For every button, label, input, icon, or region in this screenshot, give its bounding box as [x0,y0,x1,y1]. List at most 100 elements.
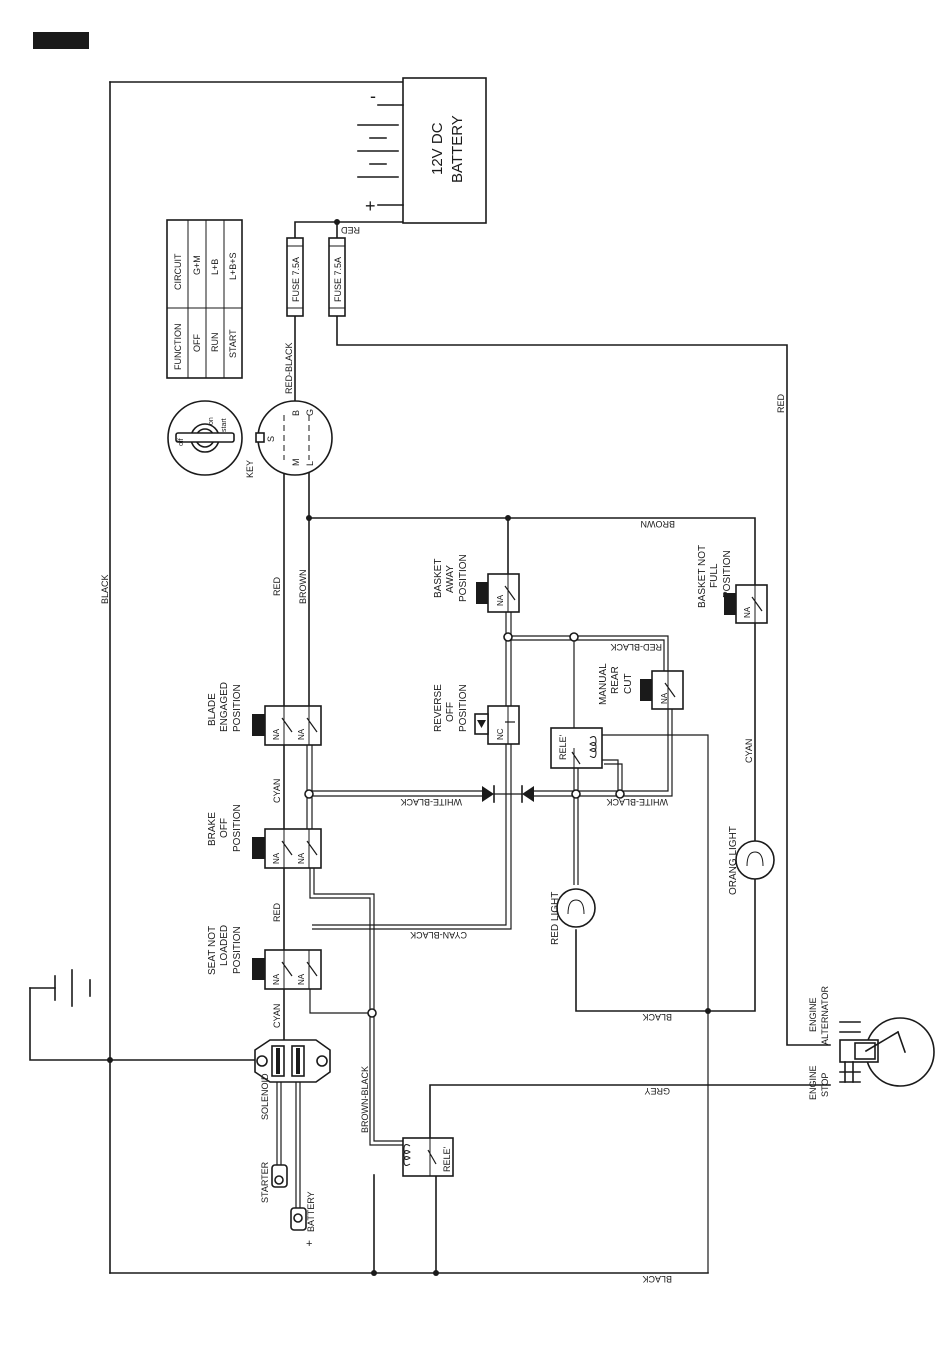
switch-name: BLADE [207,693,218,726]
ground-symbol [54,969,91,1007]
switch-brake-off: NA NA BRAKE OFF POSITION [207,804,322,869]
table-header-circuit: CIRCUIT [173,253,183,290]
wire-label-red-key: RED [272,576,282,596]
contact-label: NA [272,728,281,740]
dial-off-label: off [178,438,185,446]
wire-label-red-right: RED [776,393,786,413]
diode-right [521,785,534,803]
key-terminal-l: L [305,461,315,466]
starter-terminal: STARTER [260,1161,288,1203]
wire-label-red-seat: RED [272,902,282,922]
fuse-left-label: FUSE 7.5A [291,257,301,302]
wire-label-cyan-right: CYAN [744,739,754,763]
battery: - + 12V DC BATTERY [357,77,487,224]
orange-light-label: ORANG LIGHT [728,826,739,895]
switch-name: BASKET [433,559,444,598]
table-header-function: FUNCTION [173,324,183,371]
contact-label: NA [297,728,306,740]
orange-light: ORANG LIGHT [728,826,775,895]
battery-terminal-label: BATTERY [306,1191,316,1232]
contact-label: NA [272,852,281,864]
battery-minus: - [370,86,376,106]
table-cell: L+B [210,259,220,275]
battery-plus: + [365,196,376,216]
relay-lower-label: RELE' [442,1146,452,1172]
wire-label-grey: GREY [644,1086,670,1096]
contact-label: NC [496,728,505,740]
starter-label: STARTER [260,1161,270,1203]
wire-label-brown-key: BROWN [298,570,308,605]
red-light-label: RED LIGHT [550,892,561,945]
wire-label-red-top: RED [340,225,360,235]
switch-name: CUT [623,673,634,694]
fuse-right: FUSE 7.5A [328,237,346,317]
switch-name: AWAY [445,565,456,593]
key-function-table: FUNCTION CIRCUIT OFF G+M RUN L+B START L… [166,219,243,379]
key-terminal-g: G [305,409,315,416]
relay-upper: RELE' [550,727,603,769]
wires [29,81,831,1274]
contact-label: NA [297,852,306,864]
switch-name: POSITION [232,926,243,974]
wire-label-white-black-right: WHITE-BLACK [606,797,668,807]
table-cell: RUN [210,333,220,353]
header-tab [33,32,89,49]
wire-label-cyan-black: CYAN-BLACK [410,930,467,940]
red-light: RED LIGHT [550,888,596,945]
switch-name: OFF [219,818,230,838]
fuse-left: FUSE 7.5A [286,237,304,317]
diode-left [482,785,495,803]
contact-label: NA [743,606,752,618]
switch-basket-not-full: NA BASKET NOT FULL POSITION [697,545,768,624]
switch-name: BRAKE [207,812,218,846]
contact-label: NA [496,594,505,606]
battery-label-2: BATTERY [449,115,466,183]
engine-stop-label: STOP [820,1073,830,1097]
fuse-right-label: FUSE 7.5A [333,257,343,302]
switch-manual-rear-cut: NA MANUAL REAR CUT [598,663,684,710]
key-terminal-s: S [266,436,276,442]
switch-name: ENGAGED [219,682,230,732]
engine-alternator-label: ENGINE [808,997,818,1032]
switch-name: POSITION [232,804,243,852]
relay-lower: RELE' [402,1137,454,1177]
switch-name: POSITION [232,684,243,732]
switch-name: POSITION [458,554,469,602]
switch-blade-engaged: NA NA BLADE ENGAGED POSITION [207,682,322,746]
contact-label: NA [272,973,281,985]
table-cell: L+B+S [228,252,238,280]
wire-label-cyan-seat: CYAN [272,1004,282,1028]
table-cell: START [228,329,238,358]
table-cell: OFF [192,334,202,352]
wire-label-black-mid: BLACK [642,1012,672,1022]
key-terminal-b: B [291,410,301,416]
dial-on-label: on [208,417,215,425]
switch-name: REAR [610,666,621,694]
switch-name: POSITION [722,550,733,598]
wire-label-brown-top: BROWN [641,519,676,529]
contact-label: NA [297,973,306,985]
engine-stop-label: ENGINE [808,1065,818,1100]
switch-name: POSITION [458,684,469,732]
relay-upper-label: RELE' [558,734,568,760]
key-label: KEY [245,460,255,478]
solenoid: SOLENOID [254,1039,331,1120]
switch-name: SEAT NOT [207,926,218,975]
wire-label-red-black-manual: RED-BLACK [610,642,662,652]
engine-symbol: ENGINE ALTERNATOR ENGINE STOP [808,985,935,1100]
battery-label-1: 12V DC [429,122,446,175]
switch-seat-not-loaded: NA NA SEAT NOT LOADED POSITION [207,925,322,990]
battery-terminal: BATTERY + [290,1191,316,1250]
switch-reverse-off: NC REVERSE OFF POSITION [433,684,520,745]
wire-label-red-black-top: RED-BLACK [284,342,294,394]
switch-name: MANUAL [598,663,609,705]
wire-label-white-black-left: WHITE-BLACK [400,797,462,807]
junctions [107,219,711,1276]
wire-label-black-left: BLACK [100,574,110,604]
switch-name: LOADED [219,925,230,966]
battery-terminal-plus: + [306,1238,312,1250]
wire-label-brown-black: BROWN-BLACK [360,1066,370,1133]
switch-name: REVERSE [433,684,444,732]
solenoid-label: SOLENOID [260,1073,270,1120]
